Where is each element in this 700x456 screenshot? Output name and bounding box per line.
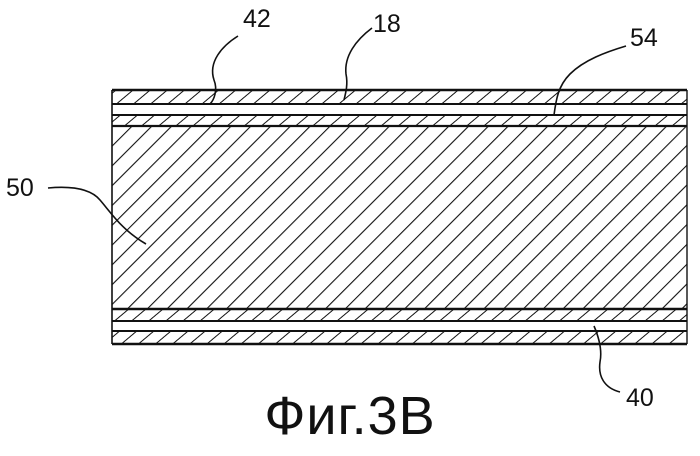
- top-outer-layer: [112, 90, 687, 104]
- core-layer: [112, 90, 687, 344]
- label-50: 50: [6, 174, 34, 202]
- label-54: 54: [630, 24, 658, 52]
- label-42: 42: [243, 5, 271, 33]
- figure-caption: Фиг.3В: [0, 385, 700, 447]
- top-inner-layer: [112, 115, 687, 126]
- label-18: 18: [373, 10, 401, 38]
- bottom-outer-layer: [112, 331, 687, 344]
- bottom-inner-layer: [112, 309, 687, 321]
